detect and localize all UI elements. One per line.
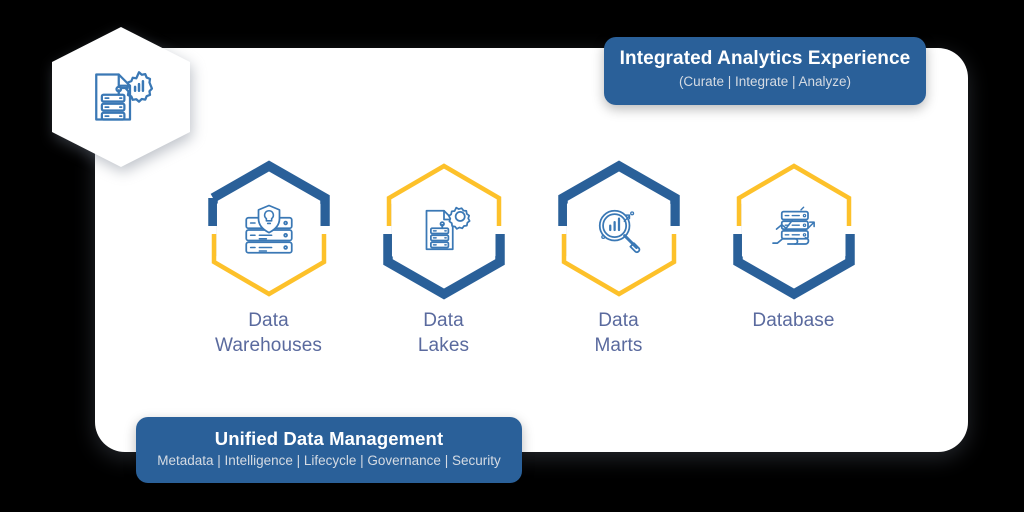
hexagon-database bbox=[724, 160, 864, 300]
pillar-label-database: Database bbox=[752, 310, 835, 331]
hexagon-data-warehouses bbox=[199, 160, 339, 300]
logo-hexagon bbox=[52, 27, 190, 167]
banner-integrated-analytics-experience: Integrated Analytics Experience (Curate … bbox=[604, 37, 926, 105]
banner-unified-data-management: Unified Data Management Metadata | Intel… bbox=[136, 417, 522, 483]
pillar-label-data-warehouses: Data Warehouses bbox=[215, 310, 322, 357]
pillar-database[interactable]: Database bbox=[706, 160, 881, 333]
document-analytics-icon bbox=[95, 71, 154, 121]
banner-bottom-title: Unified Data Management bbox=[214, 428, 444, 449]
hexagon-data-lakes bbox=[374, 160, 514, 300]
banner-top-title: Integrated Analytics Experience bbox=[619, 48, 911, 69]
hexagon-ring-blue-top-yellow-bottom bbox=[207, 160, 330, 297]
server-stack-shield-bulb-icon bbox=[244, 204, 293, 254]
hand-server-stack-growth-icon bbox=[771, 206, 815, 245]
hexagon-data-marts bbox=[549, 160, 689, 300]
pillar-label-data-marts: Data Marts bbox=[594, 310, 643, 357]
banner-bottom-subtitle: Metadata | Intelligence | Lifecycle | Go… bbox=[157, 453, 501, 469]
pillar-label-data-lakes: Data Lakes bbox=[417, 310, 470, 357]
hexagon-ring-yellow-top-blue-bottom bbox=[382, 163, 505, 300]
hexagon-ring-yellow-top-blue-bottom bbox=[732, 163, 855, 300]
hexagon-ring-blue-top-yellow-bottom bbox=[557, 160, 680, 297]
banner-top-subtitle: (Curate | Integrate | Analyze) bbox=[678, 73, 852, 89]
document-gear-server-icon bbox=[425, 206, 471, 251]
magnifier-bar-chart-icon bbox=[598, 209, 640, 253]
pillars-row: Data Warehouses bbox=[95, 160, 968, 360]
pillar-data-marts[interactable]: Data Marts bbox=[531, 160, 706, 359]
pillar-data-lakes[interactable]: Data Lakes bbox=[356, 160, 531, 359]
pillar-data-warehouses[interactable]: Data Warehouses bbox=[181, 160, 356, 359]
